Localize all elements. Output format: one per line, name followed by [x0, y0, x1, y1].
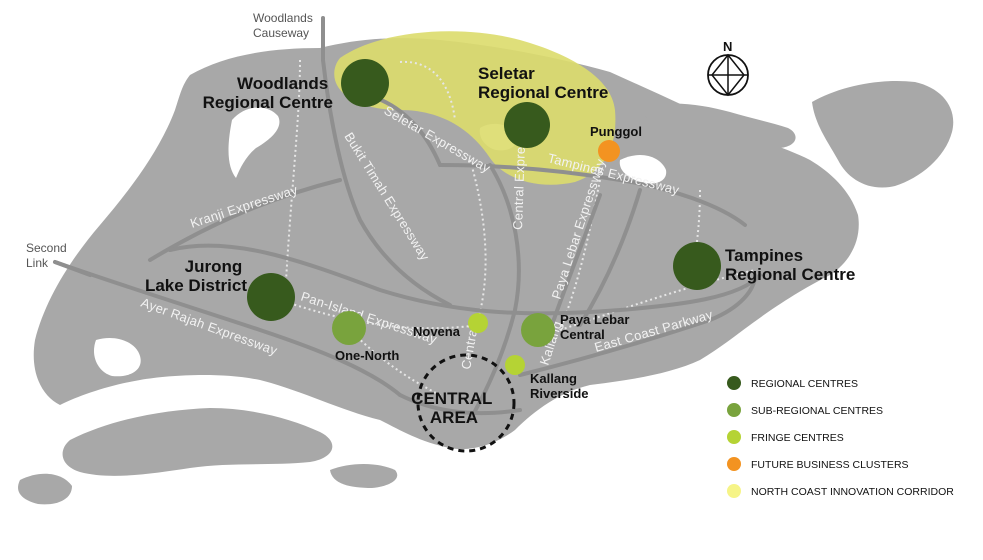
legend-label: SUB-REGIONAL CENTRES	[751, 405, 883, 417]
legend-label: FRINGE CENTRES	[751, 432, 844, 444]
second-link-road	[53, 260, 92, 277]
southern-island-2	[18, 473, 72, 505]
label-punggol: Punggol	[590, 124, 642, 139]
minor-road-3	[469, 159, 487, 321]
ple-road	[578, 188, 642, 327]
label-paya-lebar-central: Paya Lebar Central	[560, 312, 633, 342]
legend-swatch	[727, 457, 741, 471]
legend-swatch	[727, 484, 741, 498]
north-coast-corridor	[334, 31, 616, 185]
label-woodlands-regional-centre: Woodlands Regional Centre	[203, 74, 333, 112]
punggol-inlet	[619, 155, 667, 184]
one-north-marker	[332, 311, 366, 345]
pulau-tekong	[812, 80, 954, 188]
tampines-regional-centre-marker	[673, 242, 721, 290]
label-central-area: CENTRAL AREA	[411, 389, 497, 427]
kranji-inlet	[228, 107, 280, 178]
label-woodlands-causeway: Woodlands Causeway	[253, 11, 316, 40]
minor-road-7	[559, 269, 756, 331]
label-second-link: Second Link	[26, 241, 70, 270]
legend-swatch	[727, 376, 741, 390]
label-jurong-lake-district: Jurong Lake District	[145, 257, 247, 295]
compass-icon	[707, 53, 749, 97]
punggol-marker	[598, 140, 620, 162]
kallang-riverside-marker	[505, 355, 525, 375]
minor-road-1	[284, 59, 301, 301]
legend-label: NORTH COAST INNOVATION CORRIDOR	[751, 486, 954, 498]
paya-lebar-central-marker	[521, 313, 555, 347]
jurong-island	[62, 408, 333, 476]
bukit-timah-road	[321, 58, 452, 307]
western-coast-inlet	[93, 337, 141, 377]
legend-label: FUTURE BUSINESS CLUSTERS	[751, 459, 909, 471]
compass-north-label: N	[723, 39, 732, 54]
pie-road	[168, 243, 762, 316]
woodlands-regional-centre-marker	[341, 59, 389, 107]
southern-road	[398, 393, 522, 416]
pulau-ubin	[640, 103, 796, 149]
legend-swatch	[727, 403, 741, 417]
minor-road-6	[279, 299, 481, 330]
legend-swatch	[727, 430, 741, 444]
southern-island-1	[330, 464, 398, 488]
novena-marker	[468, 313, 488, 333]
ecp-road	[518, 273, 757, 377]
central-area-ring	[416, 353, 516, 453]
aye-road	[53, 260, 402, 397]
legend: REGIONAL CENTRES SUB-REGIONAL CENTRES FRIN…	[727, 376, 954, 498]
cte-road	[468, 163, 521, 422]
label-novena: Novena	[413, 324, 461, 339]
label-kallang-riverside: Kallang Riverside	[530, 371, 589, 401]
label-seletar-regional-centre: Seletar Regional Centre	[478, 64, 608, 102]
seletar-regional-centre-marker	[504, 102, 550, 148]
label-one-north: One-North	[335, 348, 399, 363]
minor-road-8	[349, 329, 441, 396]
minor-road-2	[399, 60, 456, 121]
jurong-lake-district-marker	[247, 273, 295, 321]
label-tampines-regional-centre: Tampines Regional Centre	[725, 246, 855, 284]
legend-label: REGIONAL CENTRES	[751, 378, 858, 390]
